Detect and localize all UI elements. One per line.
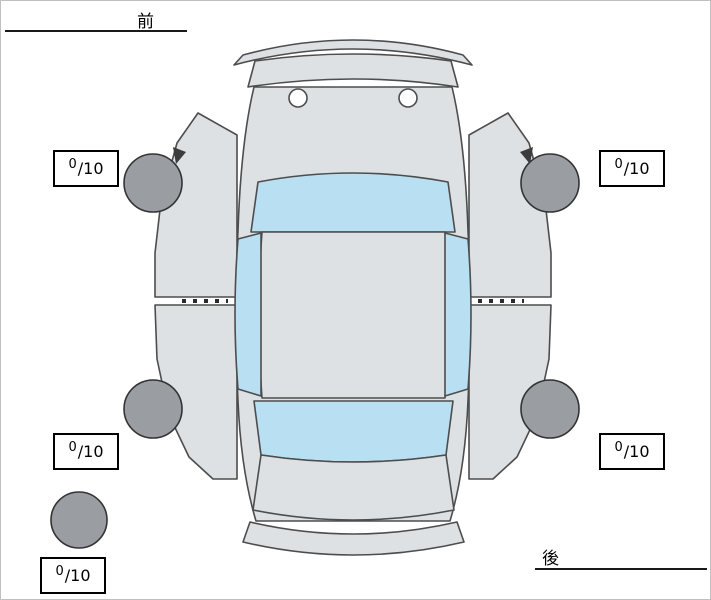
trunk-lid	[252, 454, 455, 521]
rear-label: 後	[542, 549, 560, 569]
front-bumper	[247, 53, 459, 88]
tire-score-front-left-max: /10	[77, 159, 104, 178]
tire-score-front-right: 0 /10	[599, 150, 665, 187]
windshield	[250, 172, 456, 233]
hood-detail-circle-right	[398, 88, 418, 108]
tire-score-rear-right-max: /10	[623, 442, 650, 461]
front-spoiler	[233, 39, 473, 66]
roof-panel	[258, 231, 449, 399]
tire-score-front-right-max: /10	[623, 159, 650, 178]
mirror-left	[173, 147, 186, 164]
front-rule	[5, 30, 187, 32]
tire-score-spare: 0 /10	[40, 557, 106, 594]
tire-score-spare-max: /10	[64, 566, 91, 585]
mirror-right	[520, 147, 533, 164]
tire-rear-left	[123, 379, 183, 439]
door-rear-left	[154, 304, 238, 480]
tire-score-front-left-value: 0	[68, 157, 77, 172]
tire-score-rear-right-value: 0	[614, 440, 623, 455]
rear-rule	[535, 568, 707, 570]
front-label: 前	[137, 12, 155, 32]
tire-front-left	[123, 153, 183, 213]
tire-score-front-left: 0 /10	[53, 150, 119, 187]
tire-score-front-right-value: 0	[614, 157, 623, 172]
tire-score-rear-right: 0 /10	[599, 433, 665, 470]
tire-score-spare-value: 0	[55, 564, 64, 579]
tire-score-rear-left-max: /10	[77, 442, 104, 461]
tire-score-rear-left-value: 0	[68, 440, 77, 455]
spare-tire	[50, 491, 108, 549]
tire-score-rear-left: 0 /10	[53, 433, 119, 470]
door-rear-right	[468, 304, 552, 480]
side-window-left	[234, 232, 262, 397]
rear-window	[253, 400, 454, 463]
side-window-right	[444, 232, 472, 397]
rear-bumper	[242, 521, 465, 556]
hood-detail-circle-left	[288, 88, 308, 108]
tire-rear-right	[520, 379, 580, 439]
tire-front-right	[520, 153, 580, 213]
